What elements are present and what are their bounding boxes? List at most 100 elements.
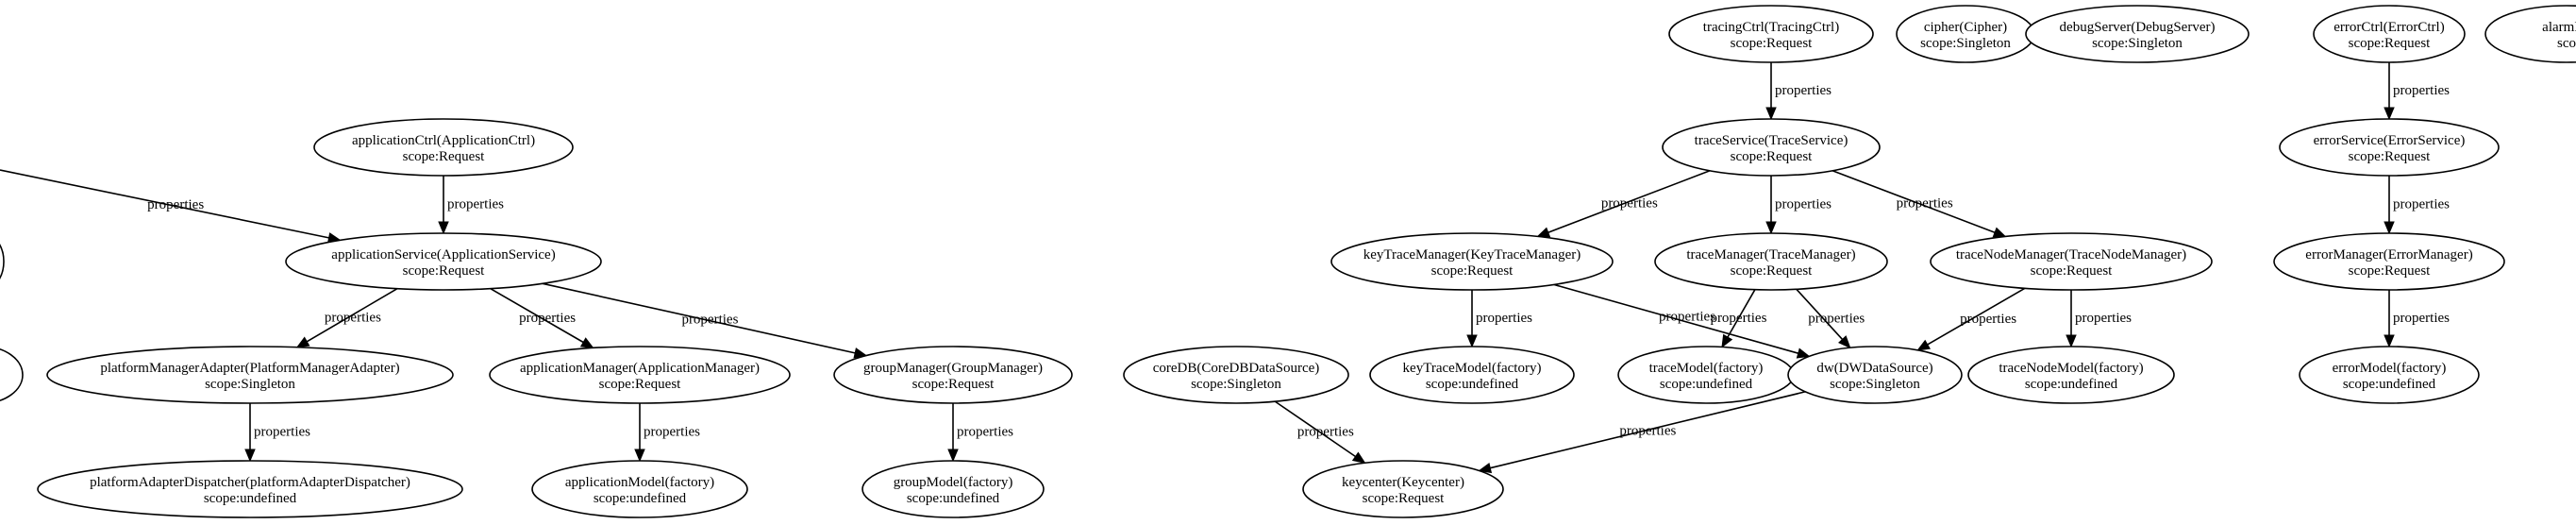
- node-tracingCtrl: tracingCtrl(TracingCtrl)scope:Request: [1668, 5, 1874, 63]
- edge-keyTraceManager-to-dw: properties: [1553, 283, 1811, 359]
- node-scope: scope:undefined: [907, 491, 1000, 506]
- edge-tracingCtrl-to-traceService: properties: [1765, 62, 1832, 121]
- arrowhead: [1466, 334, 1478, 348]
- node-applicationService: applicationService(ApplicationService)sc…: [285, 232, 602, 291]
- edge-label: properties: [2393, 311, 2450, 326]
- edge-label: properties: [681, 312, 738, 327]
- node-groupModel: groupModel(factory)scope:undefined: [861, 460, 1045, 518]
- arrowhead: [1916, 339, 1932, 351]
- node-applicationModel: applicationModel(factory)scope:undefined: [531, 460, 748, 518]
- edge-coreDB-to-keycenter: properties: [1274, 400, 1366, 465]
- node-scope: scope:Singleton: [2092, 36, 2183, 51]
- node-scope: scope:Request: [1731, 36, 1813, 51]
- edge-label: properties: [519, 311, 576, 326]
- edge-errorService-to-errorManager: properties: [2384, 176, 2450, 235]
- node-shape: [861, 460, 1045, 518]
- edge-groupManager-to-groupModel: properties: [947, 403, 1013, 463]
- edge-applicationService-to-applicationManager: properties: [490, 287, 594, 349]
- node-shape: [531, 460, 748, 518]
- edge-offscreen-to-applicationService: properties: [0, 169, 342, 244]
- node-coreDB: coreDB(CoreDBDataSource)scope:Singleton: [1123, 346, 1349, 404]
- arrowhead: [634, 449, 645, 463]
- arrowhead: [2384, 334, 2395, 348]
- edge-traceService-to-keyTraceManager: properties: [1536, 170, 1711, 238]
- node-shape: [2484, 5, 2576, 63]
- node-scope: sco: [2557, 36, 2576, 51]
- edge-label: properties: [1897, 196, 1953, 212]
- edge-label: properties: [1601, 196, 1658, 212]
- edge-label: properties: [325, 311, 381, 326]
- offscreen-node-fragment-2: [0, 348, 24, 401]
- node-label: platformAdapterDispatcher(platformAdapte…: [90, 475, 410, 490]
- node-scope: scope:Request: [2349, 36, 2431, 51]
- node-shape: [2313, 5, 2466, 63]
- edge-label: properties: [1297, 425, 1354, 440]
- node-scope: scope:Request: [1363, 491, 1445, 506]
- node-keycenter: keycenter(Keycenter)scope:Request: [1302, 460, 1504, 518]
- edge-line: [1547, 170, 1711, 233]
- edge-line: [1927, 287, 2026, 346]
- edge-label: properties: [2393, 197, 2450, 212]
- node-errorCtrl: errorCtrl(ErrorCtrl)scope:Request: [2313, 5, 2466, 63]
- edge-errorManager-to-errorModel: properties: [2384, 290, 2450, 348]
- edge-line: [490, 287, 584, 344]
- edge-traceService-to-traceNodeManager: properties: [1832, 169, 2007, 238]
- node-scope: scope:Request: [403, 263, 485, 279]
- node-errorModel: errorModel(factory)scope:undefined: [2299, 346, 2480, 404]
- node-label: dw(DWDataSource): [1816, 361, 1932, 376]
- node-label: keycenter(Keycenter): [1342, 475, 1464, 490]
- edge-traceManager-to-traceModel: properties: [1710, 289, 1767, 348]
- node-scope: scope:Singleton: [1191, 377, 1281, 392]
- edge-label: properties: [1476, 311, 1532, 326]
- node-label: traceModel(factory): [1649, 361, 1764, 376]
- node-label: traceManager(TraceManager): [1686, 247, 1855, 262]
- node-label: traceNodeModel(factory): [1999, 361, 2143, 376]
- node-platformAdapterDispatcher: platformAdapterDispatcher(platformAdapte…: [37, 460, 463, 518]
- node-label: groupManager(GroupManager): [863, 361, 1043, 376]
- edge-traceService-to-traceManager: properties: [1765, 176, 1832, 235]
- edge-label: properties: [1619, 424, 1676, 439]
- node-scope: scope:Singleton: [205, 377, 295, 392]
- node-dw: dw(DWDataSource)scope:Singleton: [1787, 346, 1963, 404]
- node-label: applicationModel(factory): [565, 475, 714, 490]
- node-shape: [1302, 460, 1504, 518]
- arrowhead: [1351, 451, 1366, 465]
- node-label: cipher(Cipher): [1924, 20, 2007, 35]
- node-shape: [2273, 232, 2505, 291]
- node-scope: scope:Singleton: [1920, 36, 2011, 51]
- node-scope: scope:Request: [912, 377, 995, 392]
- node-shape: [489, 346, 791, 404]
- edge-applicationCtrl-to-applicationService: properties: [438, 176, 504, 235]
- edge-line: [306, 288, 398, 343]
- node-scope: scope:Request: [2349, 263, 2431, 279]
- arrowhead: [1478, 462, 1493, 474]
- node-scope: scope:undefined: [1426, 377, 1519, 392]
- edge-keyTraceManager-to-keyTraceModel: properties: [1466, 290, 1532, 348]
- edge-platformManagerAdapter-to-platformAdapterDispatcher: properties: [244, 403, 310, 463]
- node-scope: scope:Request: [403, 149, 485, 164]
- edge-label: properties: [1775, 197, 1832, 212]
- edge-label: properties: [1960, 312, 2016, 327]
- node-scope: scope:Request: [2031, 263, 2113, 279]
- node-shape: [1662, 118, 1881, 177]
- arrowhead: [1838, 335, 1851, 349]
- edge-label: properties: [1659, 309, 1715, 324]
- node-shape: [1668, 5, 1874, 63]
- node-label: errorService(ErrorService): [2314, 133, 2466, 148]
- edge-applicationManager-to-applicationModel: properties: [634, 403, 700, 463]
- arrowhead: [295, 336, 310, 348]
- node-shape: [2299, 346, 2480, 404]
- edge-line: [1727, 289, 1756, 338]
- node-label: keyTraceManager(KeyTraceManager): [1363, 247, 1581, 262]
- arrowhead: [2066, 334, 2077, 348]
- node-scope: scope:undefined: [2343, 377, 2436, 392]
- edge-errorCtrl-to-errorService: properties: [2384, 62, 2450, 121]
- node-label: groupModel(factory): [894, 475, 1013, 490]
- edge-label: properties: [1775, 83, 1832, 98]
- edge-line: [1832, 169, 1996, 233]
- edge-line: [542, 282, 856, 354]
- arrowhead: [947, 449, 959, 463]
- edge-traceNodeManager-to-traceNodeModel: properties: [2066, 290, 2132, 348]
- node-traceNodeModel: traceNodeModel(factory)scope:undefined: [1967, 346, 2175, 404]
